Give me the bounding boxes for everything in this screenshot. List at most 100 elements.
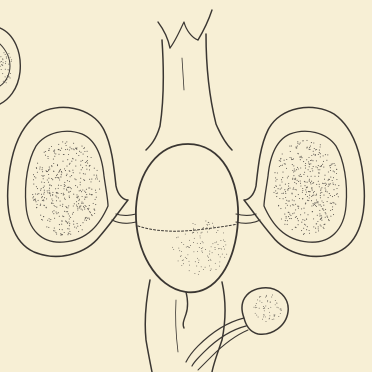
stipple-dot	[91, 157, 92, 158]
stipple-dot	[336, 173, 337, 174]
stipple-dot	[54, 156, 55, 157]
stipple-dot	[296, 189, 297, 190]
stipple-dot	[281, 193, 282, 194]
stipple-dot	[60, 201, 61, 202]
stipple-dot	[87, 160, 88, 161]
stipple-dot	[69, 223, 70, 224]
stipple-dot	[301, 156, 302, 157]
stipple-dot	[52, 200, 53, 201]
stipple-dot	[302, 192, 303, 193]
stipple-dot	[81, 169, 82, 170]
stipple-dot	[208, 260, 209, 261]
stipple-dot	[44, 205, 45, 206]
stipple-dot	[3, 62, 4, 63]
stipple-dot	[213, 226, 214, 227]
stipple-dot	[8, 75, 9, 76]
stipple-dot	[266, 296, 267, 297]
stipple-dot	[89, 219, 90, 220]
stipple-dot	[77, 196, 78, 197]
stipple-dot	[289, 200, 290, 201]
stipple-dot	[287, 205, 288, 206]
stipple-dot	[89, 179, 90, 180]
stipple-dot	[38, 193, 39, 194]
stipple-dot	[285, 197, 286, 198]
stipple-dot	[313, 142, 314, 143]
stipple-dot	[223, 240, 224, 241]
stipple-dot	[75, 160, 76, 161]
stipple-dot	[63, 154, 64, 155]
stipple-dot	[62, 204, 63, 205]
stipple-dot	[296, 169, 297, 170]
stipple-dot	[193, 228, 194, 229]
stipple-dot	[69, 197, 70, 198]
stipple-dot	[69, 163, 70, 164]
stipple-dot	[308, 191, 309, 192]
stipple-dot	[33, 196, 34, 197]
stipple-dot	[70, 217, 71, 218]
stipple-dot	[310, 163, 311, 164]
stipple-dot	[285, 191, 286, 192]
stipple-dot	[33, 174, 34, 175]
stipple-dot	[58, 154, 59, 155]
stipple-dot	[73, 212, 74, 213]
stipple-dot	[292, 164, 293, 165]
stipple-dot	[73, 221, 74, 222]
stipple-dot	[72, 158, 73, 159]
stipple-dot	[42, 196, 43, 197]
stipple-dot	[74, 178, 75, 179]
stipple-dot	[298, 181, 299, 182]
stipple-dot	[284, 160, 285, 161]
stipple-dot	[82, 160, 83, 161]
stipple-dot	[323, 167, 324, 168]
stipple-dot	[195, 224, 196, 225]
stipple-dot	[87, 151, 88, 152]
stipple-dot	[297, 218, 298, 219]
stipple-dot	[62, 221, 63, 222]
stipple-dot	[49, 218, 50, 219]
stipple-dot	[65, 170, 66, 171]
stipple-dot	[327, 201, 328, 202]
stipple-dot	[274, 172, 275, 173]
stipple-dot	[65, 143, 66, 144]
stipple-dot	[291, 145, 292, 146]
stipple-dot	[298, 168, 299, 169]
stipple-dot	[330, 177, 331, 178]
stipple-dot	[215, 263, 216, 264]
stipple-dot	[287, 224, 288, 225]
stipple-dot	[218, 244, 219, 245]
stipple-dot	[284, 214, 285, 215]
stipple-dot	[192, 233, 193, 234]
stipple-dot	[278, 316, 279, 317]
stipple-dot	[280, 158, 281, 159]
stipple-dot	[71, 161, 72, 162]
stipple-dot	[58, 177, 59, 178]
stipple-dot	[85, 192, 86, 193]
stipple-dot	[50, 219, 51, 220]
stipple-dot	[66, 145, 67, 146]
stipple-dot	[37, 188, 38, 189]
stipple-dot	[8, 55, 9, 56]
stipple-dot	[68, 213, 69, 214]
stipple-dot	[281, 309, 282, 310]
stipple-dot	[79, 206, 80, 207]
stipple-dot	[95, 178, 96, 179]
stipple-dot	[60, 169, 61, 170]
stipple-dot	[43, 178, 44, 179]
stipple-dot	[336, 169, 337, 170]
stipple-dot	[270, 307, 271, 308]
stipple-dot	[297, 153, 298, 154]
stipple-dot	[77, 226, 78, 227]
stipple-dot	[48, 174, 49, 175]
stipple-dot	[80, 161, 81, 162]
stipple-dot	[279, 198, 280, 199]
stipple-dot	[332, 202, 333, 203]
stipple-dot	[56, 234, 57, 235]
stipple-dot	[324, 224, 325, 225]
stipple-dot	[66, 174, 67, 175]
stipple-dot	[71, 148, 72, 149]
stipple-dot	[309, 147, 310, 148]
stipple-dot	[69, 228, 70, 229]
stipple-dot	[95, 204, 96, 205]
stipple-dot	[300, 142, 301, 143]
stipple-dot	[335, 184, 336, 185]
